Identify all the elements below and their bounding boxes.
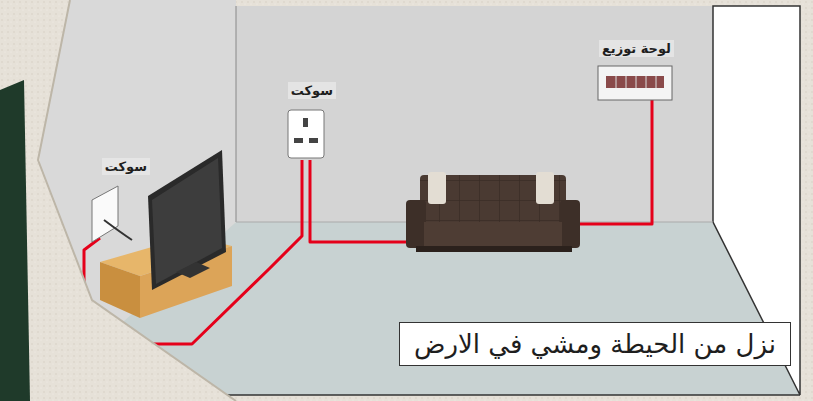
part-label: سوكت xyxy=(288,82,336,99)
part-label: سوكت xyxy=(102,158,150,175)
caption-box: نزل من الحيطة ومشي في الارض xyxy=(399,322,791,366)
part-label: لوحة توزيع xyxy=(599,40,674,57)
